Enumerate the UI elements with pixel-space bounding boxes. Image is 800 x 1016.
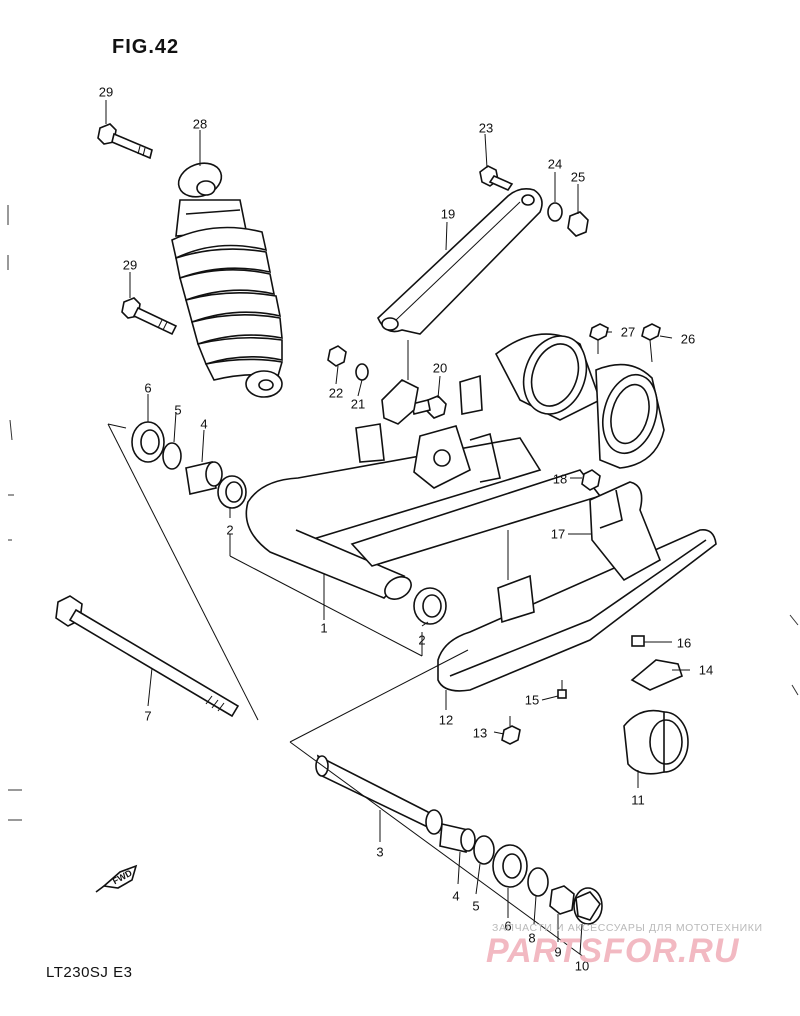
watermark-tagline: ЗАПЧАСТИ И АКСЕССУАРЫ ДЛЯ МОТОТЕХНИКИ [492,922,763,934]
chain-guard-12 [437,528,717,692]
callout-number: 16 [676,635,692,651]
callout-number: 29 [122,257,138,273]
bracket-14 [630,659,683,691]
callout-number: 10 [574,958,590,974]
oil-seal-6-left [131,421,165,463]
callout-number: 5 [174,402,182,418]
washer-21 [355,363,369,381]
callout-number: 4 [452,888,460,904]
callout-number: 22 [328,385,344,401]
bearing-2-right [413,587,447,625]
spacer-4-right [439,823,476,853]
callout-number: 7 [144,708,152,724]
torque-link-19 [377,188,543,335]
bolt-23 [479,165,514,192]
bolt-29-upper [97,123,153,160]
bolt-18 [581,469,601,491]
nut-22 [327,345,347,367]
callout-number: 4 [200,416,208,432]
callout-number: 2 [226,522,234,538]
callout-number: 13 [472,725,488,741]
callout-number: 17 [550,526,566,542]
bolt-26 [641,323,661,363]
callout-number: 6 [504,918,512,934]
nut-9 [549,885,575,915]
model-code: LT230SJ E3 [46,964,133,981]
washer-24 [547,202,563,222]
boot-11 [623,709,689,775]
callout-number: 19 [440,206,456,222]
callout-number: 5 [472,898,480,914]
nut-16 [631,635,645,647]
bolt-29-lower [121,297,178,336]
nut-25 [567,211,589,237]
bolt-13 [501,716,521,745]
callout-number: 29 [98,84,114,100]
callout-number: 12 [438,712,454,728]
callout-number: 21 [350,396,366,412]
callout-number: 20 [432,360,448,376]
washer-5-right [473,835,495,865]
callout-number: 8 [528,930,536,946]
bolt-20 [411,395,447,419]
chain-guide-17 [589,481,662,582]
assembly-guide-lines [107,340,589,961]
callout-number: 6 [144,380,152,396]
link-bracket [381,379,419,425]
shock-absorber-28 [171,162,284,398]
callout-number: 9 [554,944,562,960]
callout-number: 14 [698,662,714,678]
cap-10 [573,887,603,925]
callout-number: 11 [631,792,645,808]
callout-number: 27 [620,324,636,340]
figure-title: FIG.42 [112,36,180,58]
bolt-15 [557,680,567,699]
washer-8 [527,867,549,897]
leader-lines [105,100,690,955]
spacer-4-left [185,461,223,495]
bearing-2-left [217,475,247,509]
callout-number: 3 [376,844,384,860]
callout-number: 2 [418,632,426,648]
callout-number: 23 [478,120,494,136]
callout-number: 25 [570,169,586,185]
callout-number: 28 [192,116,208,132]
pivot-bolt-7 [55,595,240,718]
callout-number: 26 [680,331,696,347]
watermark-brand: PARTSFOR.RU [486,932,740,970]
callout-number: 1 [320,620,328,636]
callout-number: 24 [547,156,563,172]
spacer-3 [315,754,443,835]
callout-number: 18 [552,471,568,487]
callout-number: 15 [524,692,540,708]
scan-artifacts [7,205,799,821]
fwd-arrow-icon [95,864,138,893]
oil-seal-6-right [492,844,528,888]
bolt-27 [589,323,609,354]
swingarm-1 [245,333,665,600]
washer-5-left [162,442,182,470]
